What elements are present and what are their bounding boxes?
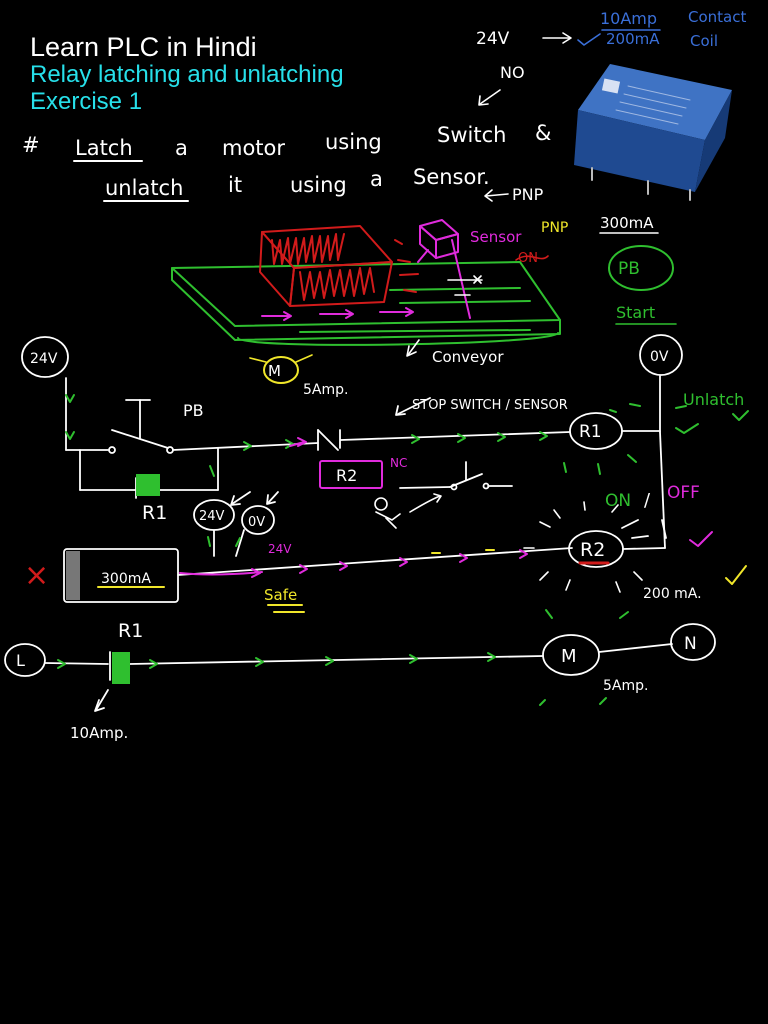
svg-text:ON: ON bbox=[518, 251, 538, 266]
svg-text:R2: R2 bbox=[336, 466, 357, 485]
rung1-magenta bbox=[289, 437, 383, 489]
task-word-motor: motor bbox=[222, 136, 285, 160]
r1-motor-contact-fill bbox=[112, 652, 130, 684]
conveyor-labels: Sensor PNP ON 300mA PB Start M 5Amp. Con… bbox=[268, 214, 655, 398]
r1-holding-contact-fill bbox=[136, 474, 160, 496]
svg-text:5Amp.: 5Amp. bbox=[303, 382, 348, 398]
task-statement: # Latch a motor using Switch & unlatch i… bbox=[22, 121, 551, 200]
rung2-green bbox=[207, 536, 629, 706]
svg-text:24V: 24V bbox=[268, 542, 292, 556]
page-subtitle: Relay latching and unlatching bbox=[30, 61, 344, 88]
rung2-wiring bbox=[63, 491, 667, 603]
svg-text:200mA: 200mA bbox=[606, 30, 660, 48]
svg-text:24V: 24V bbox=[476, 29, 510, 49]
svg-text:L: L bbox=[16, 651, 25, 670]
task-word-sensor: Sensor. bbox=[413, 165, 490, 189]
svg-text:5Amp.: 5Amp. bbox=[603, 678, 648, 694]
relay-note-blue-marks bbox=[577, 29, 661, 46]
svg-text:ON: ON bbox=[605, 491, 631, 511]
svg-text:10Amp.: 10Amp. bbox=[70, 724, 128, 742]
rung2-labels: 24V 0V 24V 300mA Safe R2 ON / OFF 200 mA… bbox=[24, 483, 702, 604]
svg-text:NO: NO bbox=[500, 63, 525, 82]
task-hash: # bbox=[22, 133, 40, 157]
svg-text:PNP: PNP bbox=[512, 185, 544, 204]
conveyor-flow-arrows bbox=[261, 307, 414, 321]
exercise-label: Exercise 1 bbox=[30, 88, 143, 115]
relay-image bbox=[574, 64, 732, 201]
svg-text:PB: PB bbox=[183, 401, 204, 420]
svg-text:Unlatch: Unlatch bbox=[683, 390, 744, 409]
rung2-magenta-arrows bbox=[179, 531, 713, 578]
svg-text:OFF: OFF bbox=[667, 483, 700, 503]
r2-glow bbox=[523, 501, 643, 593]
svg-text:NC: NC bbox=[390, 456, 407, 470]
svg-text:R1: R1 bbox=[142, 502, 167, 524]
svg-text:N: N bbox=[684, 634, 697, 654]
conveyor-sensor bbox=[417, 219, 471, 319]
conveyor-beam bbox=[447, 275, 483, 296]
svg-text:0V: 0V bbox=[248, 515, 265, 530]
svg-text:300mA: 300mA bbox=[101, 571, 151, 587]
relay-notes: 24V 10Amp 200mA Contact Coil NO PNP bbox=[476, 8, 746, 204]
rung3-green-arrows bbox=[57, 652, 496, 669]
task-word-unlatch: unlatch bbox=[105, 176, 183, 200]
svg-text:Start: Start bbox=[616, 303, 655, 322]
svg-text:R1: R1 bbox=[118, 620, 143, 642]
svg-text:300mA: 300mA bbox=[600, 214, 654, 232]
page-title: Learn PLC in Hindi bbox=[30, 32, 257, 62]
rung1-green-arrows bbox=[65, 394, 749, 477]
svg-text:PB: PB bbox=[618, 259, 640, 279]
svg-text:R2: R2 bbox=[580, 539, 605, 561]
hand-icon bbox=[374, 493, 442, 529]
svg-text:10Amp: 10Amp bbox=[600, 9, 657, 28]
svg-text:Conveyor: Conveyor bbox=[432, 348, 504, 366]
rung3-labels: R1 L M N 5Amp. 10Amp. bbox=[16, 620, 697, 742]
task-word-a: a bbox=[175, 136, 188, 160]
svg-text:M: M bbox=[268, 362, 281, 380]
svg-text:STOP SWITCH / SENSOR: STOP SWITCH / SENSOR bbox=[412, 398, 568, 413]
task-word-using: using bbox=[325, 130, 382, 154]
rung2-yellow bbox=[97, 549, 747, 613]
rung1-labels: 24V 0V PB STOP SWITCH / SENSOR Unlatch R… bbox=[30, 349, 744, 524]
svg-text:Coil: Coil bbox=[690, 32, 718, 50]
task-word-and: & bbox=[535, 121, 551, 145]
svg-text:/: / bbox=[644, 490, 651, 511]
svg-text:200 mA.: 200 mA. bbox=[643, 586, 702, 602]
task-word-a2: a bbox=[370, 167, 383, 191]
svg-text:24V: 24V bbox=[199, 509, 225, 524]
rung3-wiring bbox=[4, 623, 716, 712]
svg-text:0V: 0V bbox=[650, 349, 669, 365]
svg-text:Contact: Contact bbox=[688, 8, 746, 26]
task-word-it: it bbox=[228, 173, 242, 197]
svg-text:Safe: Safe bbox=[264, 586, 297, 604]
svg-text:PNP: PNP bbox=[541, 220, 568, 236]
task-word-switch: Switch bbox=[437, 123, 506, 147]
task-underlines bbox=[73, 160, 189, 202]
svg-text:R1: R1 bbox=[579, 422, 602, 442]
relay-note-arrows bbox=[478, 32, 572, 202]
conveyor-marks bbox=[249, 232, 677, 384]
svg-text:24V: 24V bbox=[30, 351, 58, 367]
sensor-not-allowed-icon: × bbox=[24, 558, 49, 593]
task-word-using2: using bbox=[290, 173, 347, 197]
task-word-latch: Latch bbox=[75, 136, 133, 160]
svg-text:M: M bbox=[561, 646, 577, 667]
svg-text:Sensor: Sensor bbox=[470, 228, 522, 246]
sensor-body-fill bbox=[66, 551, 80, 600]
conveyor-belt bbox=[171, 261, 561, 346]
conveyor-box bbox=[259, 225, 419, 307]
